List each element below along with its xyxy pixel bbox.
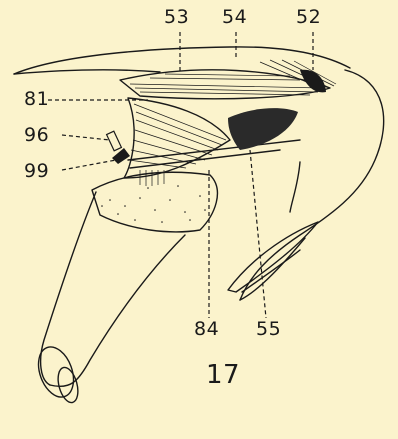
head-outline-top: [14, 47, 350, 74]
claw-upper-inner: [242, 250, 300, 292]
leader-lines: [48, 32, 313, 318]
pin-96: [107, 131, 122, 151]
leg-tip-segment: [32, 342, 80, 402]
label-84: 84: [194, 320, 219, 339]
tendon-line: [290, 162, 300, 212]
label-99: 99: [24, 162, 49, 181]
label-53: 53: [164, 8, 189, 27]
label-96: 96: [24, 126, 49, 145]
membrane-outline: [92, 172, 217, 232]
figure-number: 17: [206, 362, 240, 388]
leader-99: [62, 160, 116, 170]
leg-outer: [41, 192, 96, 385]
right-appendage-outer: [240, 70, 384, 300]
label-81: 81: [24, 90, 49, 109]
leader-96: [62, 135, 110, 140]
membrane-stipple: [101, 185, 206, 223]
label-55: 55: [256, 320, 281, 339]
label-54: 54: [222, 8, 247, 27]
muscle-81-outline: [124, 98, 230, 178]
label-52: 52: [296, 8, 321, 27]
head-outline-inner: [14, 70, 160, 74]
